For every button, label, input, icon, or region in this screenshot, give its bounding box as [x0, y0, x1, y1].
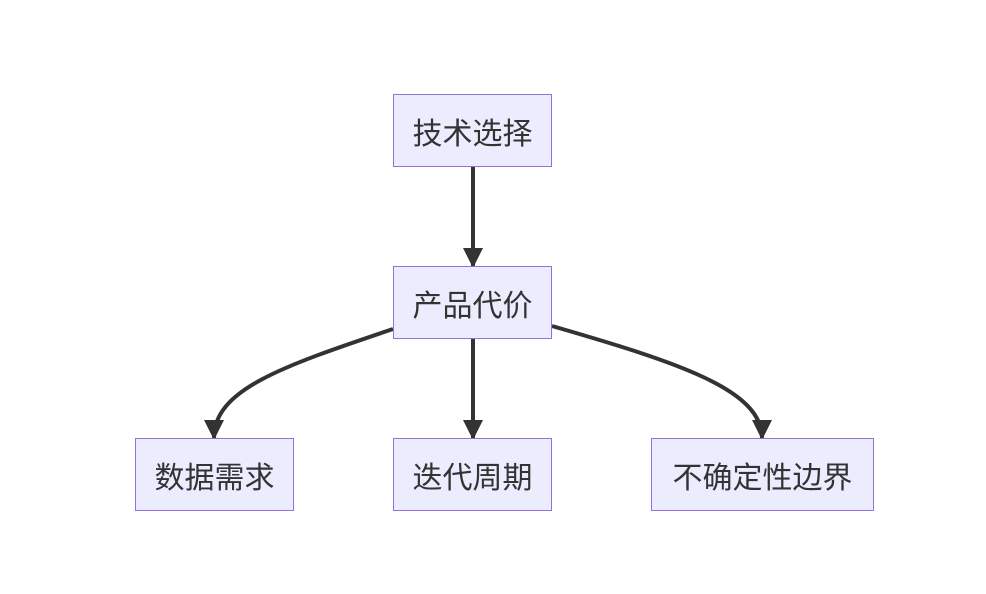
- edge-cost-to-data: [204, 327, 394, 440]
- node-iteration-cycle: 迭代周期: [393, 438, 552, 511]
- node-label: 产品代价: [412, 288, 533, 324]
- node-label: 技术选择: [412, 116, 533, 152]
- node-label: 数据需求: [154, 460, 275, 496]
- node-label: 不确定性边界: [672, 460, 853, 496]
- node-tech-choice: 技术选择: [393, 94, 552, 167]
- node-data-needs: 数据需求: [135, 438, 294, 511]
- node-product-cost: 产品代价: [393, 266, 552, 339]
- edge-cost-to-boundary: [551, 324, 772, 440]
- node-uncertainty-boundary: 不确定性边界: [651, 438, 874, 511]
- node-label: 迭代周期: [412, 460, 533, 496]
